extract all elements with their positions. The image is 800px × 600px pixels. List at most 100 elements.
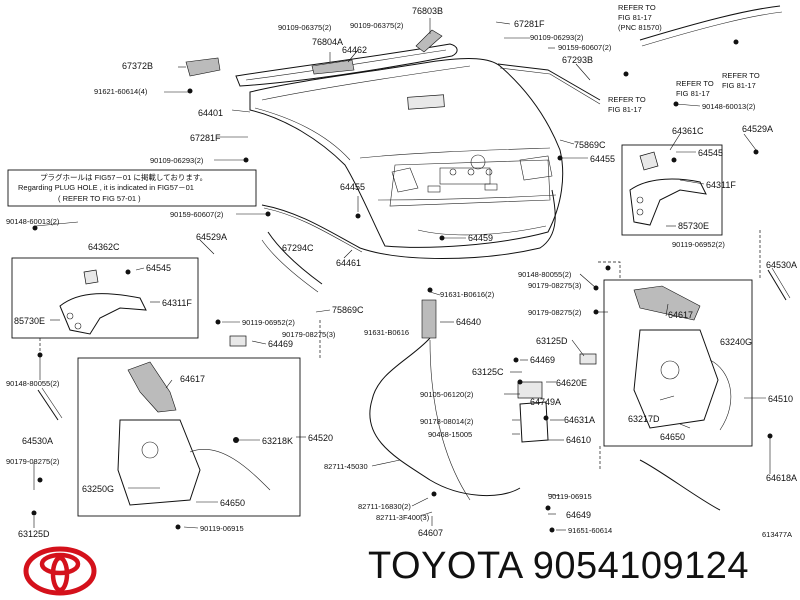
label-91651-60614: 91651-60614 bbox=[568, 526, 612, 535]
part-number: 9054109124 bbox=[532, 545, 750, 587]
svg-text:Regarding PLUG HOLE , it is i: Regarding PLUG HOLE , it is indicated in… bbox=[18, 183, 194, 192]
label-90159-60607-top: 90159-60607(2) bbox=[558, 43, 612, 52]
label-90179-08275-l: 90179-08275(2) bbox=[6, 457, 60, 466]
label-64530A-l: 64530A bbox=[22, 436, 53, 446]
label-82711-45030: 82711-45030 bbox=[324, 462, 368, 471]
spoiler-rod bbox=[639, 5, 781, 41]
label-90119-06915-l: 90119-06915 bbox=[200, 524, 244, 533]
label-90105-06120: 90105-06120(2) bbox=[420, 390, 474, 399]
label-90159-60607-mid: 90159-60607(2) bbox=[170, 210, 224, 219]
label-64362C: 64362C bbox=[88, 242, 120, 252]
strut-67293B bbox=[497, 63, 601, 101]
label-64545-r: 64545 bbox=[698, 148, 723, 158]
label-64529A-l: 64529A bbox=[196, 232, 227, 242]
svg-text:プラグホールは FIG57－01 に掲載しております。: プラグホールは FIG57－01 に掲載しております。 bbox=[40, 172, 207, 182]
release-cable bbox=[369, 337, 521, 497]
label-90179-08275-c: 90179-08275(3) bbox=[282, 330, 336, 339]
label-63250G: 63250G bbox=[82, 484, 114, 494]
label-90119-06952-r: 90119-06952(2) bbox=[672, 240, 725, 249]
release-cable-2 bbox=[429, 339, 471, 501]
bracket-67372B bbox=[185, 57, 221, 77]
label-64640: 64640 bbox=[456, 317, 481, 327]
label-64617-r: 64617 bbox=[668, 310, 693, 320]
label-82711-3F400: 82711-3F400(3) bbox=[376, 513, 430, 522]
label-90179-08275-r2: 90179-08275(2) bbox=[528, 308, 582, 317]
label-82711-16830: 82711-16830(2) bbox=[358, 502, 411, 511]
label-67372B: 67372B bbox=[122, 61, 153, 71]
label-63125D-r: 63125D bbox=[536, 336, 568, 346]
label-85730E-r: 85730E bbox=[678, 221, 709, 231]
svg-text:REFER TO: REFER TO bbox=[618, 3, 656, 12]
label-90119-06952-l: 90119-06952(2) bbox=[242, 318, 295, 327]
label-64618A: 64618A bbox=[766, 473, 797, 483]
label-64620E: 64620E bbox=[556, 378, 587, 388]
label-90109-06375-a: 90109-06375(2) bbox=[278, 23, 332, 32]
label-64610: 64610 bbox=[566, 435, 591, 445]
label-64469-c: 64469 bbox=[530, 355, 555, 365]
label-91631-B0616-b: 91631-B0616 bbox=[364, 328, 409, 337]
label-90179-08275-r1: 90179-08275(3) bbox=[528, 281, 582, 290]
label-75869C-mid: 75869C bbox=[332, 305, 364, 315]
weatherstrip bbox=[261, 189, 556, 259]
label-90109-06293-top: 90109-06293(2) bbox=[530, 33, 584, 42]
label-90148-60013-l: 90148-60013(2) bbox=[6, 217, 60, 226]
svg-text:REFER TO: REFER TO bbox=[608, 95, 646, 104]
label-90119-06915-c: 90119-06915 bbox=[548, 492, 592, 501]
label-90109-06375-b: 90109-06375(2) bbox=[350, 21, 404, 30]
label-63240G: 63240G bbox=[720, 337, 752, 347]
label-76803B: 76803B bbox=[412, 6, 443, 16]
brand-part-title: TOYOTA 9054109124 bbox=[368, 545, 749, 588]
label-64469-l: 64469 bbox=[268, 339, 293, 349]
label-64520: 64520 bbox=[308, 433, 333, 443]
label-64361C: 64361C bbox=[672, 126, 704, 136]
label-64455-r: 64455 bbox=[590, 154, 615, 164]
label-90148-60013-r: 90148-60013(2) bbox=[702, 102, 756, 111]
box-hinge-right bbox=[621, 144, 723, 236]
label-64455-mid: 64455 bbox=[340, 182, 365, 192]
label-90178-08014: 90178-08014(2) bbox=[420, 417, 474, 426]
spoiler bbox=[235, 43, 458, 87]
label-67294C: 67294C bbox=[282, 243, 314, 253]
lock-right bbox=[579, 285, 732, 431]
label-64530A-r: 64530A bbox=[766, 260, 797, 270]
leader-lines bbox=[33, 18, 771, 531]
label-91621-60614: 91621-60614(4) bbox=[94, 87, 148, 96]
svg-text:( REFER TO FIG 57-01 ): ( REFER TO FIG 57-01 ) bbox=[58, 194, 141, 203]
toyota-logo bbox=[23, 546, 97, 596]
label-64617-l: 64617 bbox=[180, 374, 205, 384]
label-64529A-r: 64529A bbox=[742, 124, 773, 134]
label-64459: 64459 bbox=[468, 233, 493, 243]
box-lock-right bbox=[603, 279, 753, 447]
label-63217D: 63217D bbox=[628, 414, 660, 424]
box-hinge-left bbox=[11, 257, 199, 339]
brand-name: TOYOTA bbox=[368, 545, 522, 587]
label-63218K: 63218K bbox=[262, 436, 293, 446]
ornament-76803B bbox=[415, 29, 443, 53]
label-85730E-l: 85730E bbox=[14, 316, 45, 326]
label-64545-l: 64545 bbox=[146, 263, 171, 273]
label-64311F-l: 64311F bbox=[162, 298, 192, 308]
diagram-code: 613477A bbox=[762, 530, 792, 539]
hinge-right bbox=[629, 151, 707, 226]
label-64461: 64461 bbox=[336, 258, 361, 268]
label-63125C: 63125C bbox=[472, 367, 504, 377]
trunk-lid bbox=[249, 58, 564, 248]
svg-text:FIG 81-17: FIG 81-17 bbox=[618, 13, 652, 22]
fasteners bbox=[31, 39, 773, 533]
label-75869C-top: 75869C bbox=[574, 140, 606, 150]
label-64650-r: 64650 bbox=[660, 432, 685, 442]
label-90148-80055-r: 90148-80055(2) bbox=[518, 270, 572, 279]
label-64650-l: 64650 bbox=[220, 498, 245, 508]
svg-text:FIG 81-17: FIG 81-17 bbox=[608, 105, 642, 114]
label-64311F-r: 64311F bbox=[706, 180, 736, 190]
label-64462: 64462 bbox=[342, 45, 367, 55]
stay-67294C bbox=[267, 231, 323, 285]
label-64631A: 64631A bbox=[564, 415, 595, 425]
label-67281F-top: 67281F bbox=[514, 19, 545, 29]
label-64401: 64401 bbox=[198, 108, 223, 118]
label-64607: 64607 bbox=[418, 528, 443, 538]
svg-text:REFER TO: REFER TO bbox=[722, 71, 760, 80]
plug-hole-notice: プラグホールは FIG57－01 に掲載しております。 Regarding PL… bbox=[7, 169, 257, 207]
label-64749A: 64749A bbox=[530, 397, 561, 407]
